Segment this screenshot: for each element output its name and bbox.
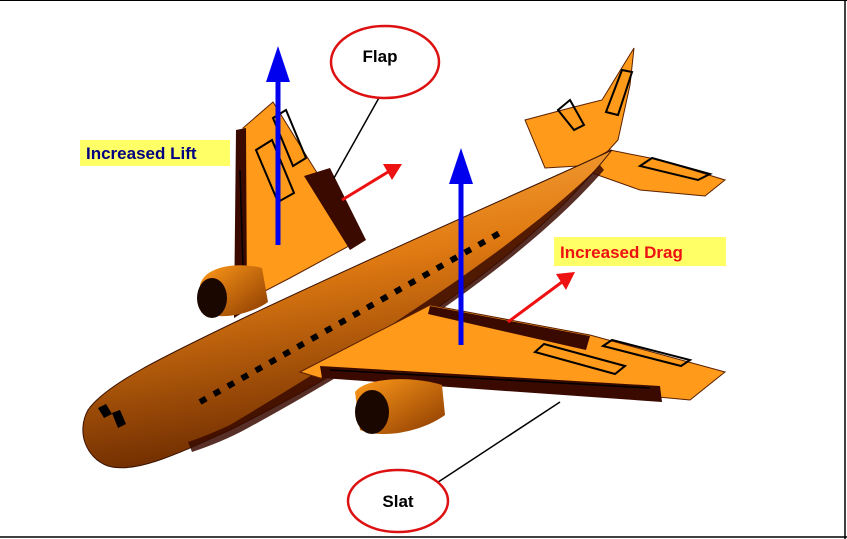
lift-label-highlight bbox=[80, 140, 230, 166]
flap-label: Flap bbox=[363, 47, 398, 66]
horizontal-stabilizer bbox=[576, 149, 727, 197]
slat-edge bbox=[329, 369, 651, 389]
increased-lift-label: Increased Lift bbox=[86, 144, 197, 163]
drag-arrow-far-shaft bbox=[341, 170, 389, 202]
drag-arrow-near-head bbox=[556, 272, 575, 290]
slat-label: Slat bbox=[382, 492, 414, 511]
near-wing-spoiler bbox=[532, 342, 628, 376]
far-wing-spoiler bbox=[254, 138, 296, 204]
increased-drag-label: Increased Drag bbox=[560, 243, 683, 262]
near-wing-panel bbox=[600, 338, 693, 368]
lift-arrow-far-head bbox=[266, 46, 290, 82]
slat-leader-line bbox=[419, 401, 561, 495]
flap-leader-line bbox=[333, 95, 381, 179]
near-wing-flap bbox=[428, 306, 590, 350]
drag-arrow-near-shaft bbox=[507, 280, 563, 324]
lift-arrow-near-head bbox=[449, 148, 473, 184]
drag-arrow-far-head bbox=[383, 164, 402, 180]
tail-fin bbox=[524, 47, 635, 169]
cockpit-window bbox=[112, 410, 126, 428]
stabilizer-elevator bbox=[637, 156, 713, 182]
cockpit-window bbox=[98, 404, 112, 418]
far-wing-panel bbox=[271, 108, 308, 168]
far-engine-intake bbox=[197, 278, 227, 318]
deployed-flap bbox=[304, 168, 366, 250]
near-engine-intake bbox=[355, 390, 389, 434]
tail-rudder bbox=[604, 68, 634, 117]
flap-callout-circle bbox=[329, 24, 441, 100]
deployed-slat bbox=[320, 366, 662, 402]
cabin-windows bbox=[198, 227, 507, 405]
drag-label-highlight bbox=[554, 237, 726, 266]
slat-callout-circle bbox=[346, 468, 450, 534]
tail-panel bbox=[556, 98, 586, 132]
